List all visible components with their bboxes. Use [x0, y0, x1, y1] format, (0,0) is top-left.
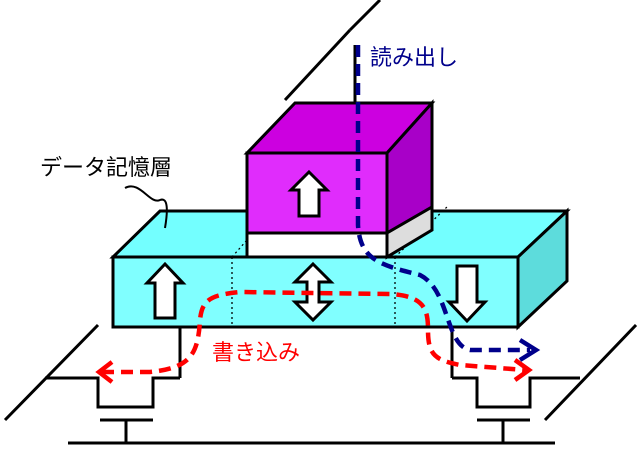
top-wire: [283, 28, 352, 102]
read-arrowhead-icon: [518, 338, 541, 362]
storage-layer-label: データ記憶層: [40, 156, 172, 181]
top-wire-ext: [348, 0, 382, 32]
up-arrow-icon: [287, 169, 331, 218]
write-arrowhead-right-icon: [513, 358, 533, 382]
reference-cube: [243, 99, 436, 260]
down-arrow-icon: [445, 264, 489, 324]
transistor-circuit: [3, 323, 638, 445]
up-arrow-icon: [143, 261, 187, 320]
write-label: 書き込み: [212, 341, 300, 366]
write-arrowhead-left-icon: [95, 360, 114, 384]
read-path: [355, 45, 541, 362]
read-label: 読み出し: [370, 46, 458, 71]
write-path: [95, 289, 533, 384]
label-pointer: [124, 185, 168, 229]
